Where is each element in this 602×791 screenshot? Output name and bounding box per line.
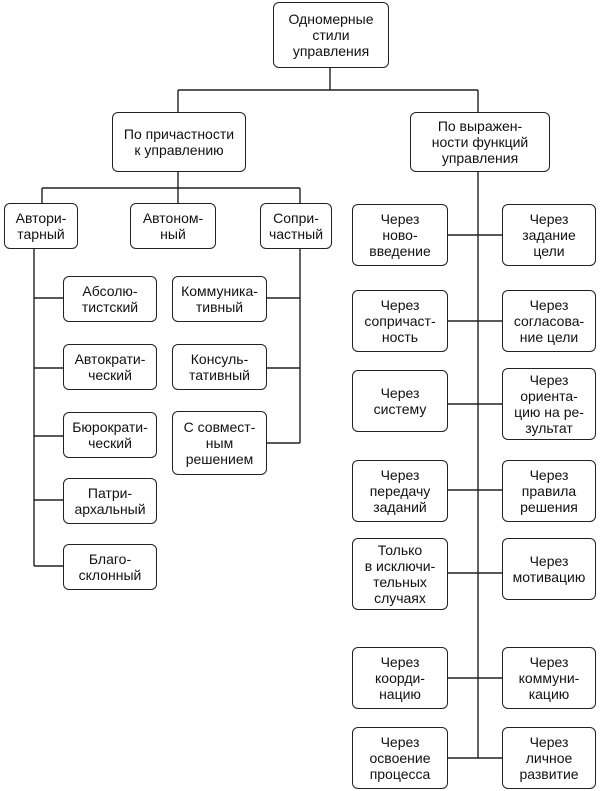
function-exceptional-cases: Только в исключи- тельных случаях bbox=[352, 538, 448, 610]
subtype-absolutist: Абсолю- тистский bbox=[63, 276, 157, 322]
branch-functions: По выражен- ности функций управления bbox=[410, 112, 550, 172]
function-goal-setting: Через задание цели bbox=[502, 204, 596, 266]
subtype-bureaucratic: Бюрократи- ческий bbox=[63, 412, 157, 458]
function-decision-rules: Через правила решения bbox=[502, 460, 596, 522]
function-personal-development: Через личное развитие bbox=[502, 727, 596, 789]
function-system: Через систему bbox=[352, 370, 448, 432]
subtype-patriarchal: Патри- архальный bbox=[63, 478, 157, 524]
function-participation: Через сопричаст- ность bbox=[352, 290, 448, 352]
style-autonomous: Автоном- ный bbox=[130, 203, 216, 249]
subtype-consultative: Консуль- тативный bbox=[172, 344, 267, 390]
function-process-mastery: Через освоение процесса bbox=[352, 727, 448, 789]
style-participative: Сопри- частный bbox=[260, 203, 332, 249]
function-innovation: Через ново- введение bbox=[352, 204, 448, 266]
root-node: Одномерные стили управления bbox=[273, 2, 389, 68]
function-goal-agreement: Через согласова- ние цели bbox=[502, 290, 596, 352]
function-result-orientation: Через ориента- цию на ре- зультат bbox=[502, 368, 596, 440]
function-coordination: Через коорди- нацию bbox=[352, 647, 448, 709]
function-task-delegation: Через передачу заданий bbox=[352, 460, 448, 522]
subtype-benevolent: Благо- склонный bbox=[63, 544, 157, 590]
function-communication: Через коммуни- кацию bbox=[502, 647, 596, 709]
subtype-joint-decision: С совмест- ным решением bbox=[172, 411, 267, 475]
function-motivation: Через мотивацию bbox=[502, 538, 596, 600]
subtype-autocratic: Автократи- ческий bbox=[63, 344, 157, 390]
style-authoritarian: Автори- тарный bbox=[4, 203, 78, 249]
subtype-communicative: Коммуника- тивный bbox=[172, 276, 267, 322]
branch-involvement: По причастности к управлению bbox=[112, 112, 246, 172]
